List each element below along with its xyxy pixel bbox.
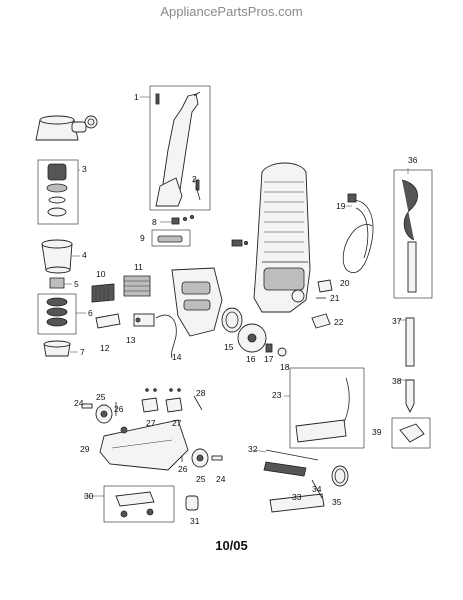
callout-14: 14 [172,352,182,362]
part-4-dirt-cup [41,239,73,274]
part-15-ring [221,307,243,333]
part-37-wand [405,317,415,367]
callout-25a: 25 [96,392,106,402]
callout-7: 7 [80,347,85,357]
callout-30: 30 [84,491,94,501]
callout-13: 13 [126,335,136,345]
part-17-fastener [265,343,273,353]
callout-10: 10 [96,269,106,279]
part-36-hose [393,169,433,299]
callout-16: 16 [246,354,256,364]
callout-32: 32 [248,444,258,454]
part-28-clip [193,395,203,411]
callout-11: 11 [134,262,143,272]
part-24-axle-pin [81,403,223,461]
part-25-wheel [95,404,209,468]
part-11-screen [123,275,151,297]
callout-6: 6 [88,308,93,318]
callout-38: 38 [392,376,402,386]
date-code: 10/05 [215,538,248,553]
part-27-bracket [141,388,183,413]
callout-26a: 26 [114,404,124,414]
motor-housing [171,267,223,337]
callout-26b: 26 [178,464,188,474]
callout-15: 15 [224,342,234,352]
part-2-tube [195,185,201,201]
part-30-bumper-kit [103,485,175,523]
callout-31: 31 [190,516,200,526]
callout-1: 1 [134,92,139,102]
callout-2: 2 [192,174,197,184]
callout-20: 20 [340,278,350,288]
callout-12: 12 [100,343,110,353]
part-6-filter-stack [37,293,77,335]
part-1-handle-assembly [149,85,211,211]
callout-25b: 25 [196,474,206,484]
callout-37: 37 [392,316,402,326]
callout-28a: 28 [196,388,206,398]
part-35-belt-ring [331,465,349,487]
part-22-latch [311,313,331,329]
part-34-belt [311,479,323,499]
callout-39: 39 [372,427,382,437]
part-14-wire [155,314,177,359]
callout-33: 33 [292,492,302,502]
callout-27b: 27 [172,418,182,428]
callout-8: 8 [152,217,157,227]
callout-24a: 24 [74,398,84,408]
part-8-screws [171,214,194,225]
part-32-rod [265,449,319,461]
callout-3: 3 [82,164,87,174]
part-23-nozzle-assembly [289,367,365,449]
watermark-text: AppliancePartsPros.com [160,4,303,19]
part-18-nut [277,347,287,357]
part-3-filter-assembly [35,115,98,225]
callout-17: 17 [264,354,274,364]
part-5-filter [49,277,65,289]
part-33-brushroll [263,461,325,513]
part-16-fan [237,323,267,353]
callout-27a: 27 [146,418,156,428]
leader-lines [64,96,409,497]
callout-19: 19 [336,201,346,211]
part-31-knob [185,495,199,511]
part-29-base-housing [99,419,189,471]
callout-5: 5 [74,279,79,289]
callout-21: 21 [330,293,340,303]
part-38-crevice-tool [405,379,415,414]
callout-24b: 24 [216,474,226,484]
part-19-power-cord [342,193,374,274]
main-body [231,162,311,313]
callout-numbers: 1 2 3 4 5 6 7 8 9 10 11 12 13 14 15 16 1… [74,92,418,526]
callout-36: 36 [408,155,418,165]
part-7-cap [43,340,71,357]
callout-18: 18 [280,362,290,372]
callout-35: 35 [332,497,342,507]
part-20-clip [317,279,333,293]
callout-9: 9 [140,233,145,243]
callout-4: 4 [82,250,87,260]
part-10-brush [91,283,115,303]
part-39-brush-tool [391,417,431,449]
callout-34: 34 [312,484,322,494]
part-9-bracket [151,229,191,247]
callout-29: 29 [80,444,90,454]
callout-23: 23 [272,390,282,400]
part-12-clip [95,313,121,329]
callout-22: 22 [334,317,344,327]
part-13-switch [133,313,155,327]
